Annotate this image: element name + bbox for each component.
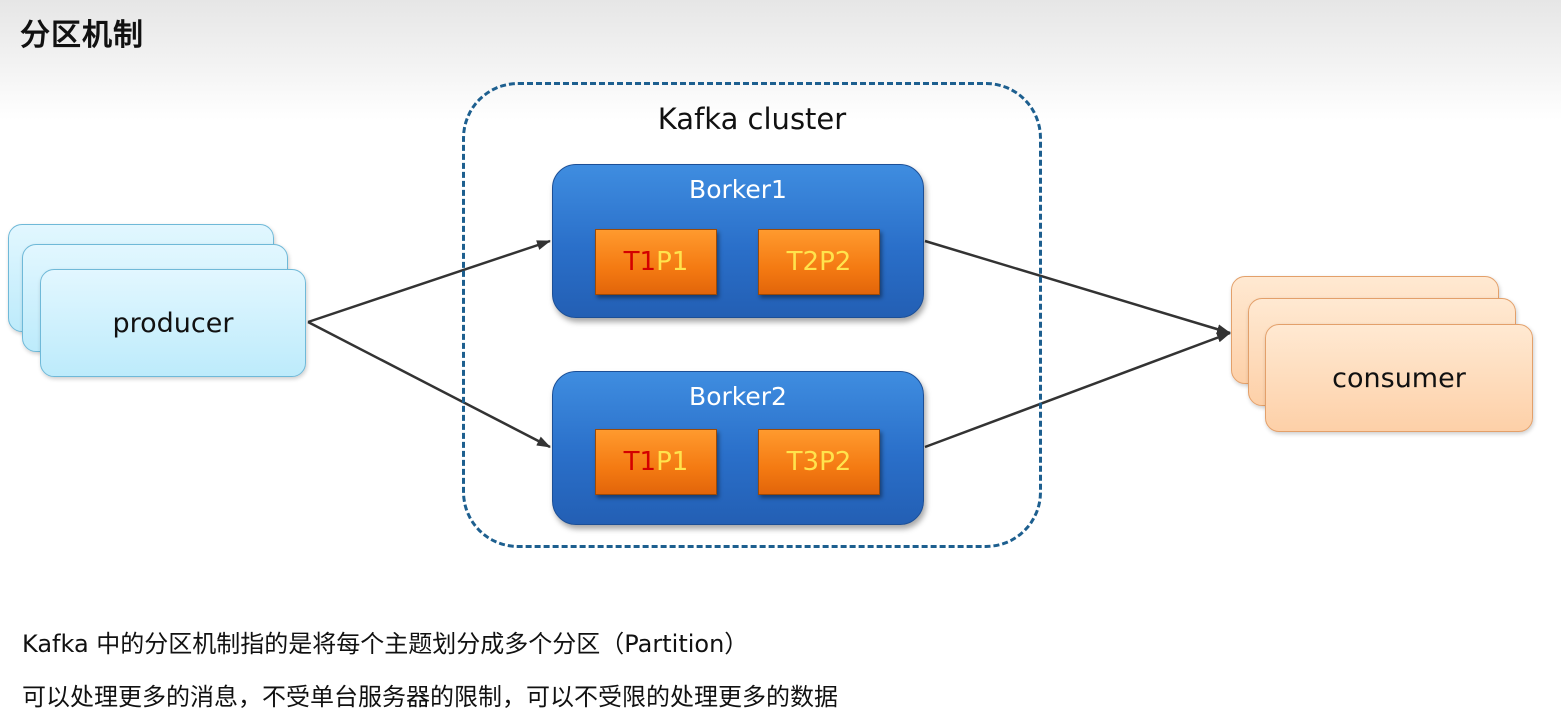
partition-label: P1: [656, 447, 689, 477]
topic-label: T1: [623, 247, 657, 277]
arrow-broker1-to-consumer: [924, 239, 1231, 335]
broker-2: Borker2 T1 P1 T3 P2: [552, 371, 924, 525]
topic-label: T1: [623, 447, 657, 477]
topic-label: T2: [786, 247, 820, 277]
description-line-2: 可以处理更多的消息，不受单台服务器的限制，可以不受限的处理更多的数据: [22, 683, 838, 711]
arrow-producer-to-broker2: [307, 320, 551, 449]
arrow-producer-to-broker1: [307, 239, 551, 324]
partition-b2-1: T1 P1: [595, 429, 717, 495]
header-band: [0, 0, 1561, 120]
consumer-label: consumer: [1332, 362, 1466, 394]
partition-b1-2: T2 P2: [758, 229, 880, 295]
description-line-1: Kafka 中的分区机制指的是将每个主题划分成多个分区（Partition）: [22, 630, 749, 658]
partition-label: P2: [819, 447, 852, 477]
consumer-card: consumer: [1265, 324, 1533, 432]
kafka-cluster-label: Kafka cluster: [657, 102, 847, 136]
partition-b1-1: T1 P1: [595, 229, 717, 295]
broker-2-label: Borker2: [689, 382, 787, 411]
broker-1: Borker1 T1 P1 T2 P2: [552, 164, 924, 318]
partition-label: P1: [656, 247, 689, 277]
page-title: 分区机制: [20, 18, 144, 53]
topic-label: T3: [786, 447, 820, 477]
producer-card: producer: [40, 269, 306, 377]
producer-label: producer: [112, 307, 234, 339]
partition-b2-2: T3 P2: [758, 429, 880, 495]
partition-label: P2: [819, 247, 852, 277]
arrow-broker2-to-consumer: [924, 331, 1231, 449]
broker-1-label: Borker1: [689, 175, 787, 204]
kafka-cluster-boundary: [462, 82, 1042, 548]
